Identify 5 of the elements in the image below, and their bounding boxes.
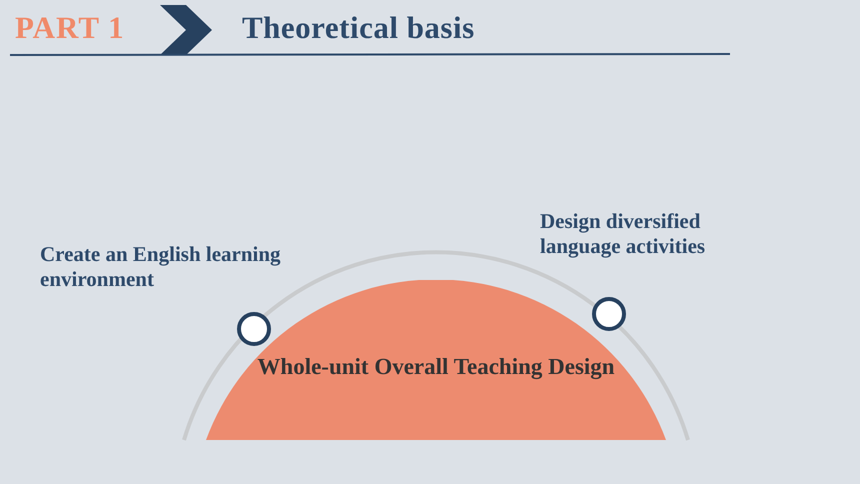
center-text: Whole-unit Overall Teaching Design [256, 354, 616, 380]
node-text: Design diversified language activities [540, 209, 706, 259]
slide-title: Theoretical basis [242, 10, 475, 46]
section-number: PART 1 [15, 10, 125, 46]
node-text: Create an English learning environment [40, 242, 282, 292]
